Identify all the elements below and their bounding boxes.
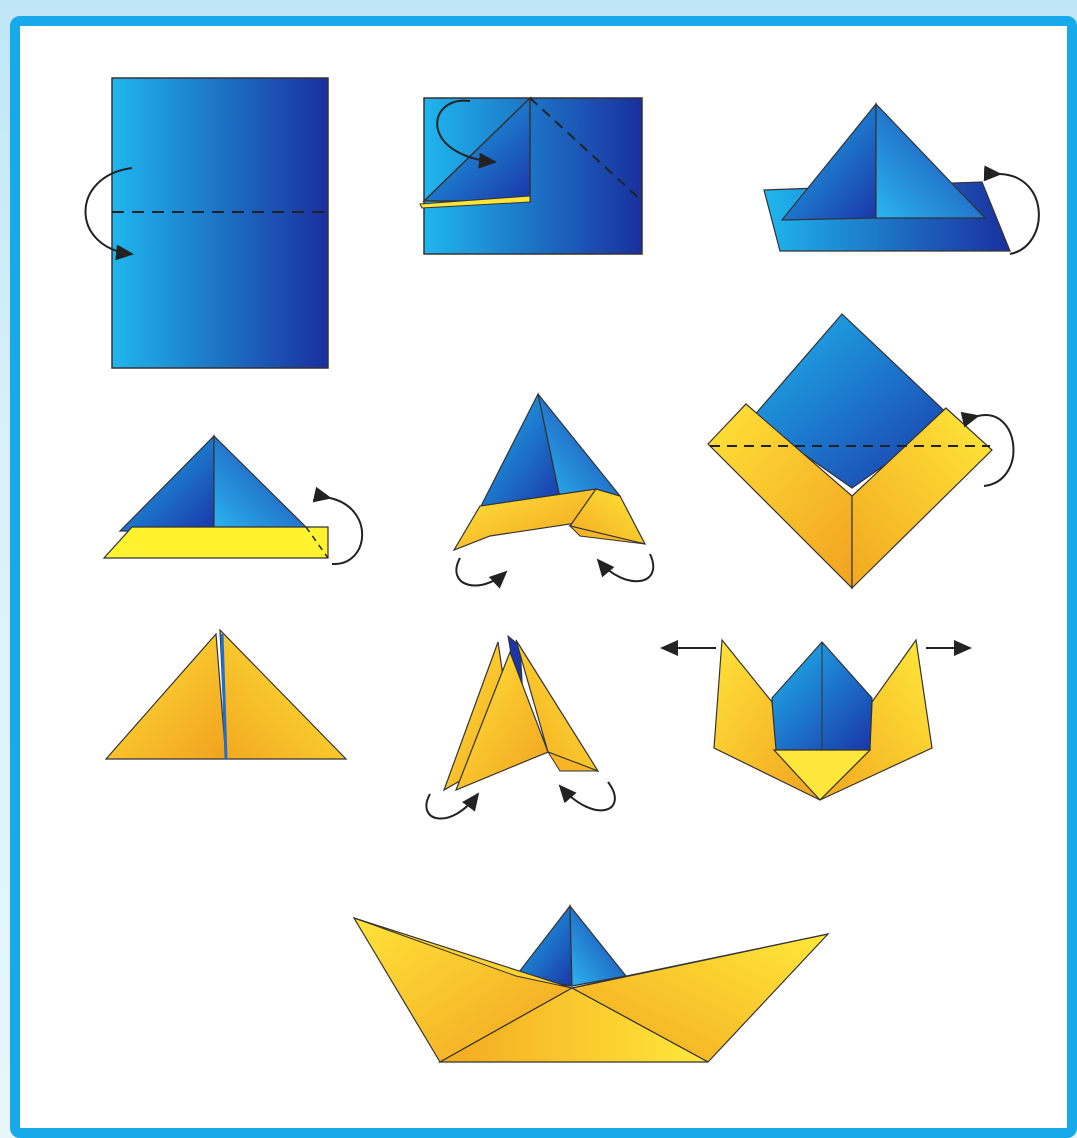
fold-arrow-icon [426,794,478,819]
origami-boat-diagram [20,26,1067,1128]
fold-arrow-icon [598,554,653,581]
step-9-pull-apart [662,640,970,800]
fold-arrow-icon [456,558,506,586]
diagram-frame [10,16,1077,1138]
step-6-diamond [708,314,1013,588]
step-8-open-triangle [426,636,614,819]
fold-arrow-icon [330,498,362,564]
fold-arrow-icon [560,782,615,810]
step-2-fold-corners [420,98,642,254]
step-1-rectangle [86,78,329,368]
step-5-open-hat [454,394,653,586]
step-10-paper-boat [354,906,828,1062]
step-4-yellow-brim [104,436,362,564]
step-7-yellow-triangle [106,630,346,759]
step-3-triangle-hat [764,104,1039,254]
